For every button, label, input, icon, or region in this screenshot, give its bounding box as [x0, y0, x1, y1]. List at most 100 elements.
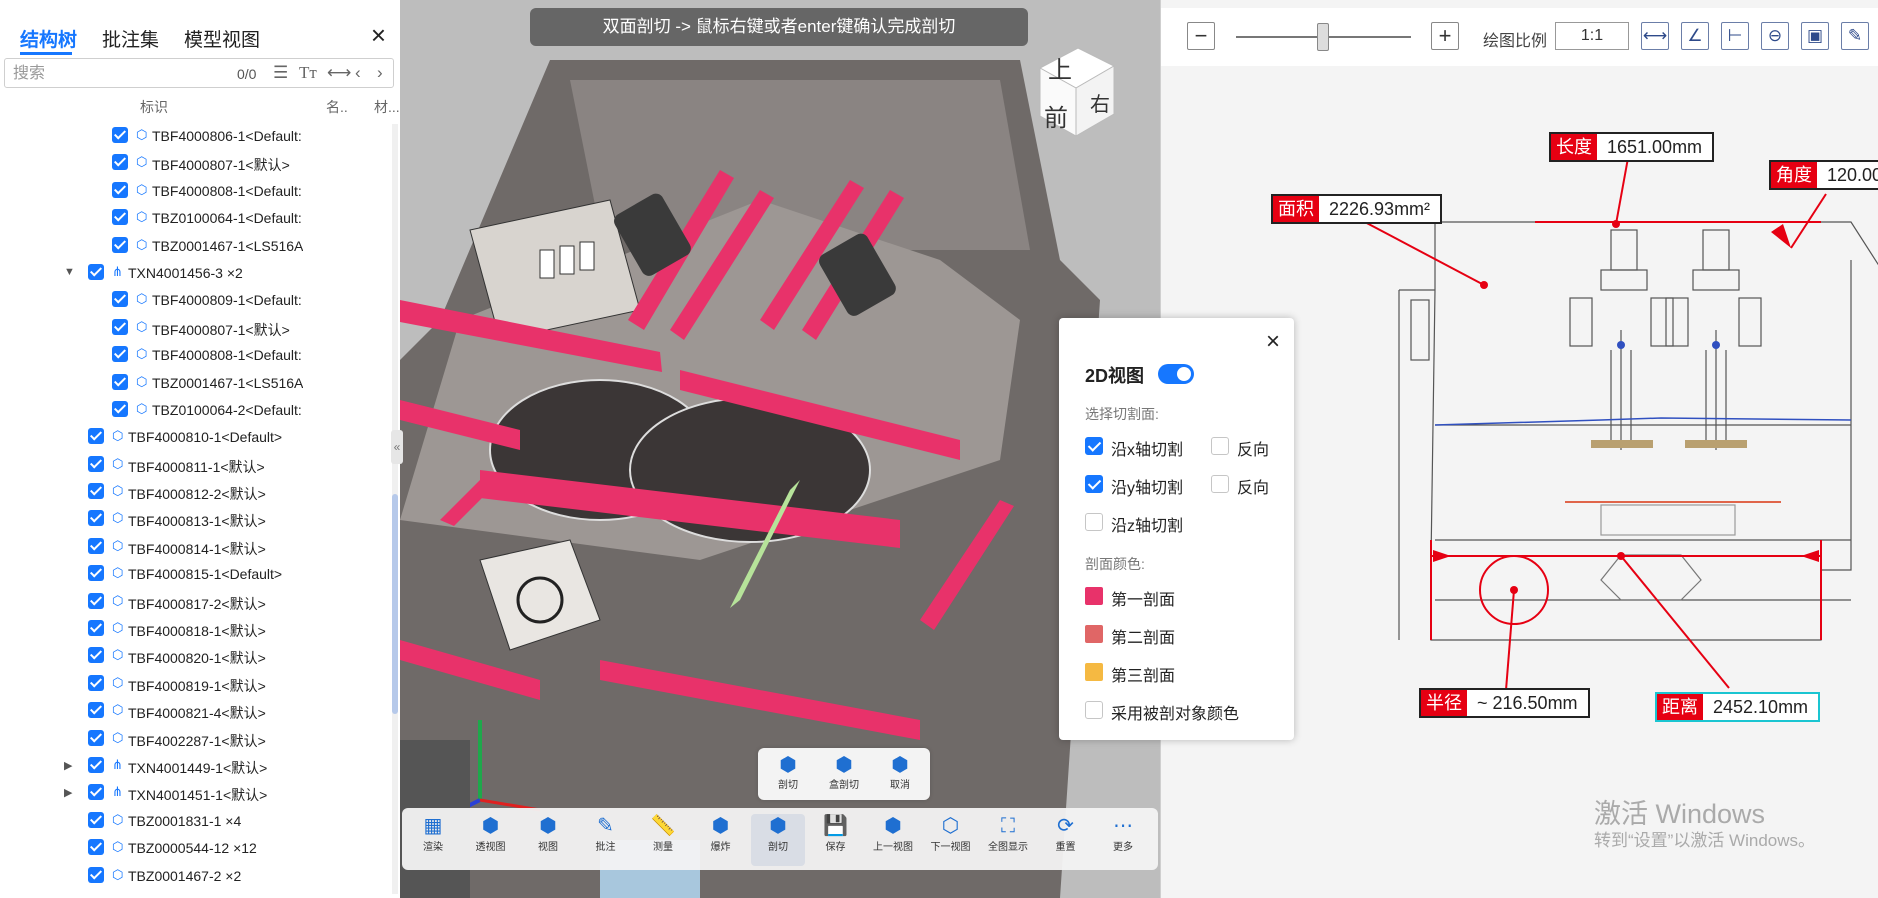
next-result-icon[interactable]: ›	[377, 63, 383, 82]
visibility-checkbox[interactable]	[88, 428, 104, 445]
fit-width-icon[interactable]: ⟷	[327, 63, 352, 82]
visibility-checkbox[interactable]	[112, 400, 128, 417]
tree-row[interactable]: ⬡TBF4000806-1<Default:	[0, 124, 390, 151]
third-section-swatch[interactable]	[1085, 663, 1103, 681]
tree-row[interactable]: ⬡TBF4000819-1<默认>	[0, 672, 390, 699]
visibility-checkbox[interactable]	[88, 565, 104, 582]
visibility-checkbox[interactable]	[112, 181, 128, 198]
2d-view-toggle[interactable]	[1158, 364, 1194, 384]
save-button[interactable]: 💾保存	[809, 814, 863, 866]
tab-annotations[interactable]: 批注集	[102, 30, 160, 51]
more-button[interactable]: ⋯更多	[1096, 814, 1150, 866]
visibility-checkbox[interactable]	[112, 236, 128, 253]
expand-caret-icon[interactable]: ▶	[64, 787, 73, 800]
tree-row[interactable]: ⬡TBF4000820-1<默认>	[0, 644, 390, 671]
tree-row[interactable]: ⬡TBF4002287-1<默认>	[0, 727, 390, 754]
section-drawing[interactable]	[1161, 0, 1878, 898]
y-axis-reverse-checkbox[interactable]	[1211, 475, 1229, 493]
visibility-checkbox[interactable]	[88, 674, 104, 691]
zoom-in-button[interactable]: +	[1431, 22, 1459, 50]
3d-viewport[interactable]: 双面剖切 -> 鼠标右键或者enter键确认完成剖切 上 前 右	[400, 0, 1160, 898]
tree-row[interactable]: ⬡TBZ0001467-1<LS516A	[0, 371, 390, 398]
visibility-checkbox[interactable]	[88, 702, 104, 719]
tree-row[interactable]: ⬡TBF4000809-1<Default:	[0, 288, 390, 315]
visibility-checkbox[interactable]	[112, 154, 128, 171]
cube-face-front[interactable]: 前	[1044, 105, 1068, 132]
cancel-section-button[interactable]: ⬢取消	[874, 754, 926, 798]
close-icon[interactable]: ×	[1265, 328, 1280, 355]
reset-button[interactable]: ⟳重置	[1039, 814, 1093, 866]
tree-row[interactable]: ⬡TBF4000815-1<Default>	[0, 562, 390, 589]
visibility-checkbox[interactable]	[112, 291, 128, 308]
previous-result-icon[interactable]: ‹	[355, 63, 361, 82]
tree-row[interactable]: ▶⋔TXN4001449-1<默认>	[0, 754, 390, 781]
annotate-button[interactable]: ✎批注	[579, 814, 633, 866]
close-icon[interactable]: ×	[370, 20, 386, 50]
clear-measure-icon[interactable]: ✎	[1841, 22, 1869, 50]
cube-face-top[interactable]: 上	[1048, 57, 1072, 84]
visibility-checkbox[interactable]	[88, 729, 104, 746]
tree-row[interactable]: ⬡TBF4000818-1<默认>	[0, 617, 390, 644]
tree-row[interactable]: ⬡TBF4000808-1<Default:	[0, 179, 390, 206]
length-measure-icon[interactable]: ⟷	[1641, 22, 1669, 50]
collapse-caret-icon[interactable]: ▼	[64, 265, 75, 278]
tree-row[interactable]: ▶⋔TXN4001451-1<默认>	[0, 781, 390, 808]
visibility-checkbox[interactable]	[88, 866, 104, 883]
tree-row[interactable]: ⬡TBF4000821-4<默认>	[0, 699, 390, 726]
tree-row[interactable]: ⬡TBZ0001467-1<LS516A	[0, 234, 390, 261]
tree-row[interactable]: ⬡TBZ0100064-1<Default:	[0, 206, 390, 233]
tree-scrollbar[interactable]	[392, 124, 398, 894]
scrollbar-thumb[interactable]	[392, 494, 398, 714]
box-section-button[interactable]: ⬢盒剖切	[818, 754, 870, 798]
x-axis-reverse-checkbox[interactable]	[1211, 437, 1229, 455]
y-axis-cut-checkbox[interactable]	[1085, 475, 1103, 493]
search-input[interactable]	[11, 61, 215, 87]
tree-row[interactable]: ▼⋔TXN4001456-3 ×2	[0, 261, 390, 288]
column-id-header[interactable]: 标识	[140, 99, 168, 115]
tree-row[interactable]: ⬡TBF4000810-1<Default>	[0, 425, 390, 452]
tree-row[interactable]: ⬡TBF4000808-1<Default:	[0, 343, 390, 370]
render-button[interactable]: ▦渲染	[406, 814, 460, 866]
second-section-swatch[interactable]	[1085, 625, 1103, 643]
tree-row[interactable]: ⬡TBZ0100064-2<Default:	[0, 398, 390, 425]
visibility-checkbox[interactable]	[88, 510, 104, 527]
tree-row[interactable]: ⬡TBF4000811-1<默认>	[0, 453, 390, 480]
visibility-checkbox[interactable]	[88, 455, 104, 472]
perspective-button[interactable]: ⬢透视图	[464, 814, 518, 866]
visibility-checkbox[interactable]	[112, 373, 128, 390]
visibility-checkbox[interactable]	[88, 483, 104, 500]
cube-icon[interactable]	[1026, 46, 1118, 138]
area-measure-icon[interactable]: ▣	[1801, 22, 1829, 50]
angle-measure-icon[interactable]: ∠	[1681, 22, 1709, 50]
first-section-swatch[interactable]	[1085, 587, 1103, 605]
zoom-out-button[interactable]: −	[1187, 22, 1215, 50]
diameter-measure-icon[interactable]: ⊖	[1761, 22, 1789, 50]
x-axis-cut-checkbox[interactable]	[1085, 437, 1103, 455]
drawing-scale-input[interactable]: 1:1	[1555, 22, 1629, 50]
use-object-color-checkbox[interactable]	[1085, 701, 1103, 719]
visibility-checkbox[interactable]	[88, 537, 104, 554]
fit-all-button[interactable]: ⛶全图显示	[981, 814, 1035, 866]
distance-measure-icon[interactable]: ⊢	[1721, 22, 1749, 50]
previous-view-button[interactable]: ⬢上一视图	[866, 814, 920, 866]
visibility-checkbox[interactable]	[88, 756, 104, 773]
collapse-panel-icon[interactable]: «	[391, 430, 403, 464]
list-icon[interactable]: ☰	[273, 63, 289, 82]
tree-row[interactable]: ⬡TBF4000817-2<默认>	[0, 590, 390, 617]
expand-caret-icon[interactable]: ▶	[64, 759, 73, 772]
visibility-checkbox[interactable]	[88, 592, 104, 609]
measure-button[interactable]: 📏测量	[636, 814, 690, 866]
column-material-header[interactable]: 材...	[374, 99, 400, 115]
tree-row[interactable]: ⬡TBZ0001467-2 ×2	[0, 864, 390, 891]
tree-row[interactable]: ⬡TBF4000812-2<默认>	[0, 480, 390, 507]
tree-row[interactable]: ⬡TBF4000807-1<默认>	[0, 151, 390, 178]
3d-model-render[interactable]	[400, 0, 1160, 898]
tab-model-views[interactable]: 模型视图	[184, 30, 261, 51]
tab-structure-tree[interactable]: 结构树	[20, 30, 78, 51]
section-cut-button[interactable]: ⬢剖切	[762, 754, 814, 798]
visibility-checkbox[interactable]	[88, 811, 104, 828]
view-navigation-cube[interactable]: 上 前 右	[1026, 46, 1118, 138]
